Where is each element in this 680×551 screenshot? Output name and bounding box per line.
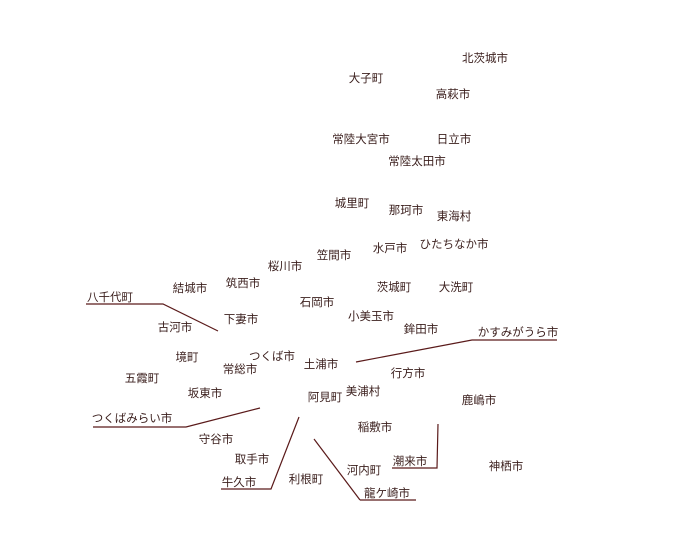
label-omitama: 小美玉市	[348, 309, 394, 323]
label-yuki: 結城市	[172, 281, 208, 295]
label-ushiku: 牛久市	[221, 475, 257, 489]
label-goka: 五霞町	[124, 371, 160, 385]
label-tokai: 東海村	[436, 209, 472, 223]
leader-yachiyo	[86, 303, 219, 332]
label-tsukuba: つくば市	[249, 349, 295, 363]
label-kasumigaura: かすみがうら市	[477, 325, 559, 339]
label-ishioka: 石岡市	[299, 295, 335, 309]
label-sakuragawa: 桜川市	[267, 259, 303, 273]
label-tone: 利根町	[288, 472, 324, 486]
label-ami: 阿見町	[307, 390, 343, 404]
label-kamisu: 神栖市	[488, 459, 524, 473]
label-ibarakimachi: 茨城町	[376, 280, 412, 294]
label-mito: 水戸市	[372, 241, 408, 255]
label-daigo: 大子町	[348, 71, 384, 85]
label-hitachiota: 常陸太田市	[388, 154, 446, 168]
leader-tsukubamirai	[93, 407, 261, 428]
label-joso: 常総市	[222, 362, 258, 376]
label-bando: 坂東市	[187, 386, 223, 400]
label-shimotsuma: 下妻市	[223, 312, 259, 326]
label-hitachinaka: ひたちなか市	[419, 237, 489, 251]
label-toride: 取手市	[234, 452, 270, 466]
label-kashima: 鹿嶋市	[461, 393, 497, 407]
label-hokota: 鉾田市	[403, 322, 439, 336]
label-inashiki: 稲敷市	[357, 420, 393, 434]
leader-ushiku	[221, 416, 300, 490]
label-yachiyo: 八千代町	[87, 290, 133, 304]
label-koga: 古河市	[157, 320, 193, 334]
label-kawachi: 河内町	[346, 463, 382, 477]
label-shirosato: 城里町	[334, 196, 370, 210]
label-moriya: 守谷市	[198, 432, 234, 446]
label-oarai: 大洗町	[438, 280, 474, 294]
leader-kasumigaura	[355, 339, 557, 363]
label-ryugasaki: 龍ケ崎市	[364, 486, 410, 500]
label-hitachi: 日立市	[436, 132, 472, 146]
label-sakai: 境町	[175, 350, 199, 364]
label-miho: 美浦村	[345, 384, 381, 398]
label-tsuchiura: 土浦市	[303, 357, 339, 371]
label-takahagi: 高萩市	[435, 87, 471, 101]
label-tsukubamirai: つくばみらい市	[91, 411, 173, 425]
label-chikusei: 筑西市	[225, 276, 261, 290]
leader-ryugasaki-2	[313, 438, 361, 501]
label-itako: 潮来市	[392, 454, 428, 468]
label-namegata: 行方市	[390, 366, 426, 380]
label-kasama: 笠間市	[316, 248, 352, 262]
label-kitaibaraki: 北茨城市	[462, 51, 508, 65]
leader-itako	[392, 423, 439, 469]
label-hitachiomiya: 常陸大宮市	[332, 132, 390, 146]
label-naka: 那珂市	[388, 203, 424, 217]
